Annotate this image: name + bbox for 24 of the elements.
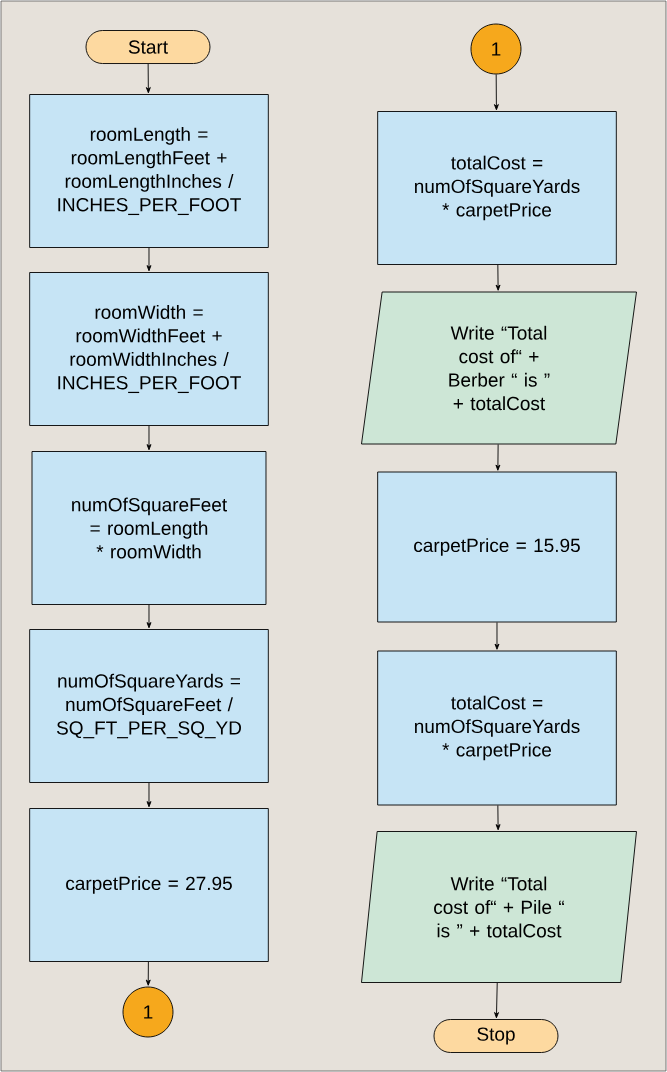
arrow — [146, 247, 152, 272]
input-output-parallelogram: Write “Total cost of“ + Pile “ is ” + totalCost — [361, 831, 637, 983]
process-box: numOfSquareFeet = roomLength * roomWidth — [31, 451, 267, 605]
arrow — [146, 604, 152, 629]
process-box: carpetPrice = 15.95 — [377, 471, 617, 623]
process-box: carpetPrice = 27.95 — [29, 808, 269, 962]
arrow — [493, 74, 499, 111]
process-box: numOfSquareYards = numOfSquareFeet / SQ_FT_PER_SQ_YD — [29, 629, 269, 783]
arrow — [146, 425, 152, 451]
arrow — [495, 264, 501, 291]
terminal-box: Start — [85, 30, 211, 64]
process-box: totalCost = numOfSquareYards * carpetPrice — [377, 111, 617, 265]
arrow — [494, 622, 500, 650]
arrow — [146, 782, 152, 808]
input-output-parallelogram: Write “Total cost of“ + Berber “ is ” + totalCost — [361, 291, 637, 445]
arrow — [494, 982, 499, 1019]
process-box: roomLength = roomLengthFeet + roomLengthInches / INCHES_PER_FOOT — [29, 94, 269, 248]
arrow — [145, 961, 151, 986]
arrow — [495, 444, 501, 471]
arrow — [495, 805, 501, 831]
process-box: roomWidth = roomWidthFeet + roomWidthInches / INCHES_PER_FOOT — [29, 272, 269, 426]
arrow — [145, 63, 151, 94]
terminal-box: Stop — [433, 1019, 559, 1053]
process-box: totalCost = numOfSquareYards * carpetPrice — [377, 650, 617, 806]
